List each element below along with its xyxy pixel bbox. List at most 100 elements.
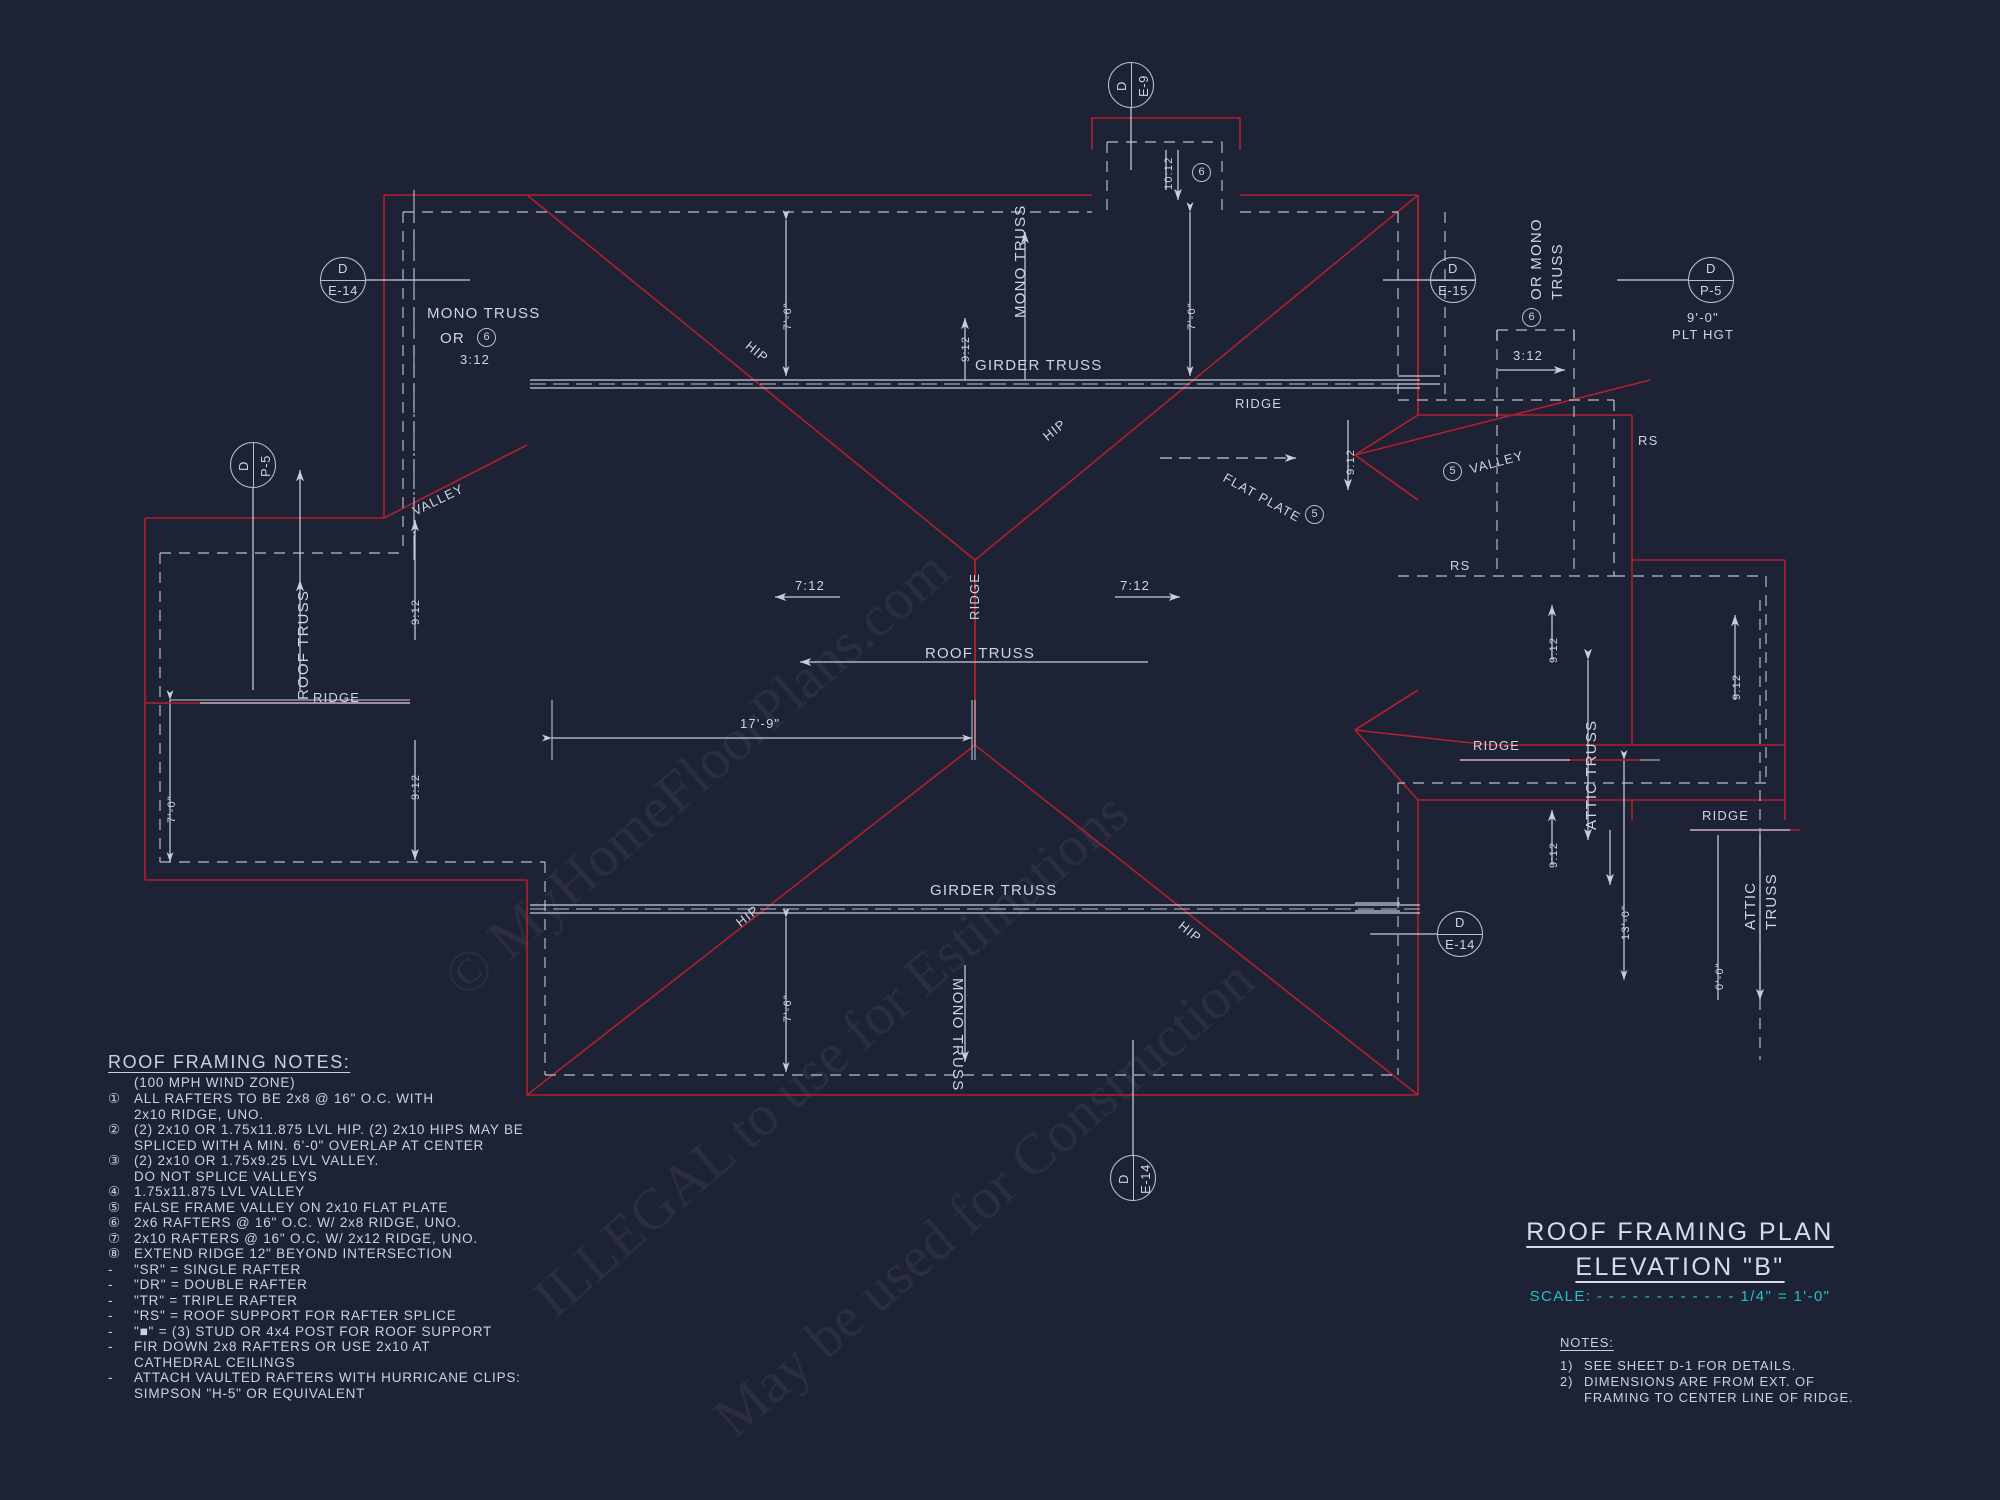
label-slope-left-3-12: 3:12 [460,352,491,367]
note-text: (2) 2x10 OR 1.75x11.875 LVL HIP. (2) 2x1… [134,1122,524,1137]
note-text: 2x10 RAFTERS @ 16" O.C. W/ 2x12 RIDGE, U… [134,1230,478,1246]
note-text: 2x6 RAFTERS @ 16" O.C. W/ 2x8 RIDGE, UNO… [134,1215,462,1230]
title-note-marker: 1) [1560,1358,1574,1373]
note-text: 2x10 RIDGE, UNO. [134,1106,264,1122]
slope-top-9-12: 9:12 [960,335,972,362]
note-text: ALL RAFTERS TO BE 2x8 @ 16" O.C. WITH [134,1091,434,1106]
note-marker: ④ [108,1184,121,1199]
detail-bubble-right-upper[interactable]: D E-15 [1430,257,1476,303]
title-note-text: FRAMING TO CENTER LINE OF RIDGE. [1584,1390,1854,1405]
note-bubble-top-detail: 6 [1192,163,1211,182]
slope-far-right-9-12: 9:12 [1731,673,1743,700]
detail-bubble-right-lower[interactable]: D E-14 [1437,911,1483,957]
slope-left-upper-9-12: 9:12 [410,598,422,625]
scale-value: 1/4" = 1'-0" [1740,1288,1831,1305]
label-ridge-left: RIDGE [313,690,361,705]
note-row: ③(2) 2x10 OR 1.75x9.25 LVL VALLEY. [108,1153,628,1169]
note-marker: ⑧ [108,1246,121,1261]
bubble-divider [1438,934,1482,935]
note-marker [108,1169,134,1185]
note-text: "■" = (3) STUD OR 4x4 POST FOR ROOF SUPP… [134,1323,493,1339]
plate-height-line1: 9'-0" [1687,310,1719,325]
title-block: ROOF FRAMING PLAN ELEVATION "B" SCALE: -… [1500,1218,1860,1305]
detail-bubble-left-upper[interactable]: D E-14 [320,257,366,303]
dim-left-7-0: 7'-0" [166,795,178,823]
label-mono-truss-top: MONO TRUSS [1012,204,1029,318]
scale-label: SCALE: [1529,1288,1592,1305]
note-bubble-flat-plate: 5 [1305,505,1324,524]
note-marker [108,1386,134,1402]
note-marker: ② [108,1122,121,1137]
note-row: CATHEDRAL CEILINGS [108,1355,628,1371]
label-girder-truss-bottom: GIRDER TRUSS [930,882,1058,899]
note-row: DO NOT SPLICE VALLEYS [108,1169,628,1185]
note-row: SIMPSON "H-5" OR EQUIVALENT [108,1386,628,1402]
slope-left-lower-9-12: 9:12 [410,773,422,800]
label-girder-truss-top: GIRDER TRUSS [975,357,1103,374]
note-marker: ⑦ [108,1230,121,1246]
bubble-bottom-label: E-15 [1438,283,1468,298]
note-text: SIMPSON "H-5" OR EQUIVALENT [134,1385,366,1401]
note-marker [108,1138,134,1154]
label-flat-plate: FLAT PLATE [1220,470,1304,526]
title-note-row: 1)SEE SHEET D-1 FOR DETAILS. [1560,1358,1880,1374]
note-marker: ⑤ [108,1199,121,1215]
bubble-divider [1133,1156,1134,1200]
label-roof-truss-left: ROOF TRUSS [295,589,312,700]
detail-bubble-right-plate[interactable]: D P-5 [1688,257,1734,303]
title-note-marker: 2) [1560,1374,1574,1389]
roof-framing-notes-title: ROOF FRAMING NOTES: [108,1052,351,1072]
slope-right-upper-9-12: 9:12 [1548,636,1560,663]
watermark-line1: © MyHomeFloorPlans.com [430,536,962,1010]
bubble-divider [1689,280,1733,281]
note-row: ⑦ 2x10 RAFTERS @ 16" O.C. W/ 2x12 RIDGE, … [108,1231,628,1247]
note-text: SPLICED WITH A MIN. 6'-0" OVERLAP AT CEN… [134,1137,485,1153]
slope-center-left-7-12: 7:12 [795,578,826,593]
slope-right-lower-9-12: 9:12 [1548,841,1560,868]
bubble-bottom-label: E-14 [328,283,358,298]
bubble-top-label: D [1455,915,1465,930]
note-row: -ATTACH VAULTED RAFTERS WITH HURRICANE C… [108,1370,628,1386]
title-note-row: FRAMING TO CENTER LINE OF RIDGE. [1560,1390,1880,1406]
bubble-bottom-label: P-5 [1699,283,1723,298]
note-text: FIR DOWN 2x8 RAFTERS OR USE 2x10 AT [134,1339,431,1354]
plan-title-line2: ELEVATION "B" [1575,1253,1785,1281]
note-row: ② (2) 2x10 OR 1.75x11.875 LVL HIP. (2) 2x… [108,1122,628,1138]
note-marker: - [108,1292,114,1308]
bubble-divider [321,280,365,281]
note-text: "SR" = SINGLE RAFTER [134,1261,301,1277]
roof-framing-notes-subtitle: (100 MPH WIND ZONE) [134,1074,296,1090]
label-hip-top-left: HIP [742,338,772,366]
note-row: -"DR" = DOUBLE RAFTER [108,1277,628,1293]
dim-right-13-0: 13'-0" [1620,904,1632,940]
note-text: EXTEND RIDGE 12" BEYOND INTERSECTION [134,1246,453,1261]
plate-height-line2: PLT HGT [1672,327,1735,342]
label-ridge-far-right: RIDGE [1702,808,1750,823]
note-text: DO NOT SPLICE VALLEYS [134,1168,318,1184]
title-note-row: 2)DIMENSIONS ARE FROM EXT. OF [1560,1374,1880,1390]
note-text: ATTACH VAULTED RAFTERS WITH HURRICANE CL… [134,1370,521,1385]
note-text: CATHEDRAL CEILINGS [134,1354,296,1370]
detail-bubble-top-center[interactable]: D E-9 [1108,62,1154,108]
note-row: -"RS" = ROOF SUPPORT FOR RAFTER SPLICE [108,1308,628,1324]
label-hip-bottom-right: HIP [1175,918,1205,946]
title-block-notes: NOTES: 1)SEE SHEET D-1 FOR DETAILS.2)DIM… [1560,1335,1880,1406]
note-bubble-mono-left: 6 [477,328,496,347]
note-row: 2x10 RIDGE, UNO. [108,1107,628,1123]
note-bubble-valley-right: 5 [1443,462,1462,481]
bubble-bottom-label: E-9 [1135,74,1151,98]
note-marker: - [108,1308,114,1323]
scale-row: SCALE: - - - - - - - - - - - - 1/4" = 1'… [1500,1288,1860,1305]
detail-bubble-left-middle[interactable]: D P-5 [230,442,276,488]
label-rs-mid: RS [1450,558,1471,573]
note-marker [108,1107,134,1123]
note-row: -"■" = (3) STUD OR 4x4 POST FOR ROOF SUP… [108,1324,628,1340]
label-or-mono-truss: OR MONO [1528,218,1545,300]
dim-top-7-0: 7'-0" [1186,302,1198,330]
bubble-top-label: D [1706,261,1716,276]
detail-bubble-bottom-center[interactable]: D E-14 [1110,1155,1156,1201]
note-row: -"TR" = TRIPLE RAFTER [108,1293,628,1309]
